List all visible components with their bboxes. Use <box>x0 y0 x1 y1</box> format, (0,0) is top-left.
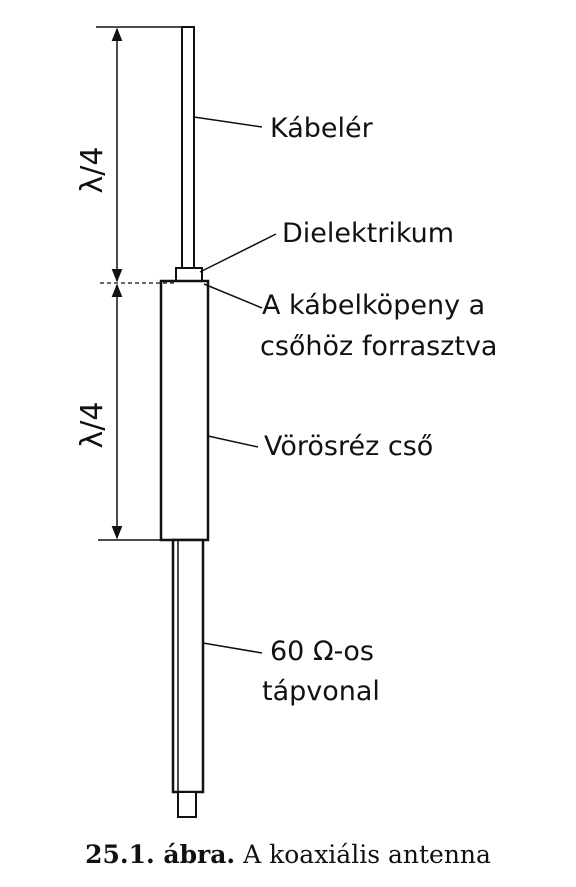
label-copper-tube: Vörösréz cső <box>264 431 433 462</box>
label-dielectric: Dielektrikum <box>282 218 454 249</box>
label-feed-line1: 60 Ω-os <box>270 636 374 667</box>
label-shield-line2: csőhöz forrasztva <box>260 331 497 362</box>
caption-title: A koaxiális antenna <box>243 840 491 869</box>
cable-core-rod <box>181 26 195 270</box>
label-cable-core: Kábelér <box>270 113 374 144</box>
feed-line-stub <box>177 791 197 818</box>
dim-label-lower: λ/4 <box>75 402 110 449</box>
leader-shield <box>203 283 263 309</box>
figure-caption: 25.1. ábra. A koaxiális antenna <box>0 840 576 869</box>
label-shield-line1: A kábelköpeny a <box>262 290 485 321</box>
leader-feed-line <box>202 642 263 654</box>
dim-label-upper: λ/4 <box>75 147 110 194</box>
copper-tube <box>159 279 210 542</box>
caption-number: 25.1. ábra. <box>85 840 236 869</box>
label-feed-line2: tápvonal <box>262 676 380 707</box>
leader-copper-tube <box>207 435 259 448</box>
leader-dielectric <box>199 233 277 273</box>
leader-cable-core <box>193 116 263 128</box>
